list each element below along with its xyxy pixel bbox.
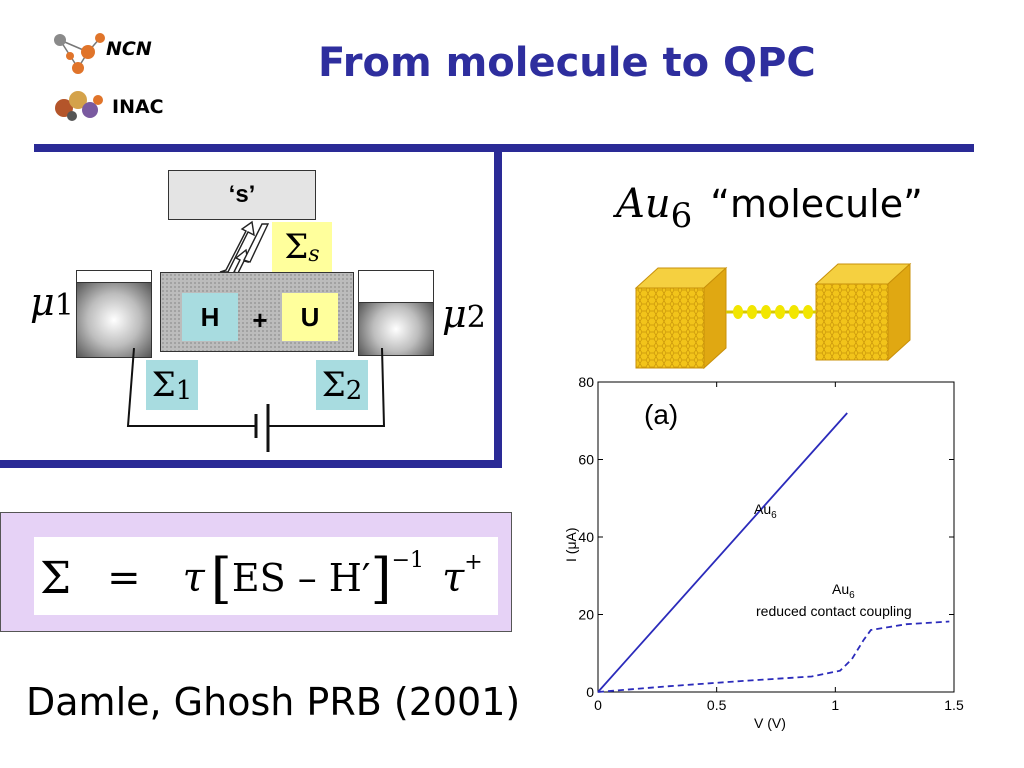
citation: Damle, Ghosh PRB (2001) [26, 680, 521, 724]
sigma2-sub: 2 [345, 376, 363, 406]
series-label-reduced: Au6 [832, 581, 855, 601]
left-au-cube [634, 266, 728, 370]
formula-inner: ES – H′ [231, 556, 371, 600]
sigma-s-sub: s [308, 241, 320, 267]
ncn-molecule-icon [54, 33, 105, 74]
formula-bracket-open: [ [210, 546, 232, 610]
mu2-symbol: μ [442, 292, 467, 336]
panel-frame-right [494, 152, 502, 468]
right-contact-top [358, 270, 434, 304]
molecule-name: Au [616, 181, 671, 227]
h-label: H [200, 301, 220, 332]
y-tick-label: 60 [578, 452, 594, 468]
inac-logo [50, 86, 108, 122]
mu2-sub: 2 [466, 300, 486, 335]
series-label-au6-sub: 6 [771, 510, 777, 521]
left-contact [76, 282, 152, 358]
y-tick-label: 20 [578, 607, 594, 623]
series-label-au6: Au6 [754, 501, 777, 521]
plus-label: + [252, 304, 268, 335]
mu1-label: μ1 [30, 280, 74, 324]
formula: Σ = τ [ ES – H′ ] −1 τ + [40, 546, 483, 610]
formula-eq: = [107, 555, 141, 601]
y-tick-label: 80 [578, 374, 594, 390]
x-tick-label: 1.5 [944, 697, 964, 713]
inac-label: INAC [112, 96, 164, 118]
sigma-s-symbol: Σ [284, 227, 309, 267]
au-atom-chain [726, 305, 816, 319]
mu2-label: μ2 [442, 292, 486, 336]
y-tick-label: 0 [586, 684, 594, 700]
mu1-sub: 1 [54, 288, 74, 323]
coupling-arrows-icon [219, 220, 270, 274]
formula-tau: τ [182, 555, 205, 601]
series-line-1 [597, 620, 950, 693]
y-tick-label: 40 [578, 529, 594, 545]
formula-box [34, 537, 498, 615]
inac-atoms-icon [55, 91, 103, 121]
s-reservoir-box: ‘s’ [168, 170, 316, 220]
molecule-sub: 6 [670, 196, 693, 236]
formula-tau-dag-sup: + [464, 550, 483, 575]
series-label-reduced-main: Au [832, 581, 849, 597]
plot-frame [597, 381, 955, 693]
plus-sign: + [242, 300, 278, 340]
sigma1-sub: 1 [175, 376, 193, 406]
panel-frame-bottom [0, 460, 502, 468]
formula-exponent: −1 [391, 548, 425, 573]
au-contacts-illustration [634, 262, 912, 370]
x-tick-label: 0.5 [707, 697, 727, 713]
y-axis-label: I (μA) [563, 527, 579, 562]
sigma1-symbol: Σ [151, 365, 176, 405]
slide-title: From molecule to QPC [318, 40, 816, 86]
x-axis-label: V (V) [754, 715, 786, 731]
sigma2-symbol: Σ [321, 365, 346, 405]
series-label-reduced-extra: reduced contact coupling [756, 603, 912, 619]
mu1-symbol: μ [30, 280, 55, 324]
formula-lhs: Σ [40, 552, 72, 604]
ncn-logo [48, 28, 108, 76]
series-label-reduced-sub: 6 [849, 590, 855, 601]
molecule-quote: “molecule” [710, 182, 923, 226]
h-box: H [182, 293, 238, 341]
header-rule [34, 144, 974, 152]
u-label: U [300, 301, 320, 332]
ncn-label: NCN [106, 38, 152, 60]
right-contact [358, 302, 434, 356]
formula-bracket-close: ] [370, 546, 392, 610]
u-box: U [282, 293, 338, 341]
right-au-cube [814, 262, 912, 362]
series-line-0 [597, 412, 848, 693]
formula-tau-dag: τ [442, 555, 465, 601]
s-reservoir-label: ‘s’ [228, 181, 256, 208]
x-tick-label: 0 [594, 697, 602, 713]
x-tick-label: 1 [831, 697, 839, 713]
series-label-au6-main: Au [754, 501, 771, 517]
circuit-wire [126, 348, 386, 452]
panel-label: (a) [644, 399, 678, 430]
